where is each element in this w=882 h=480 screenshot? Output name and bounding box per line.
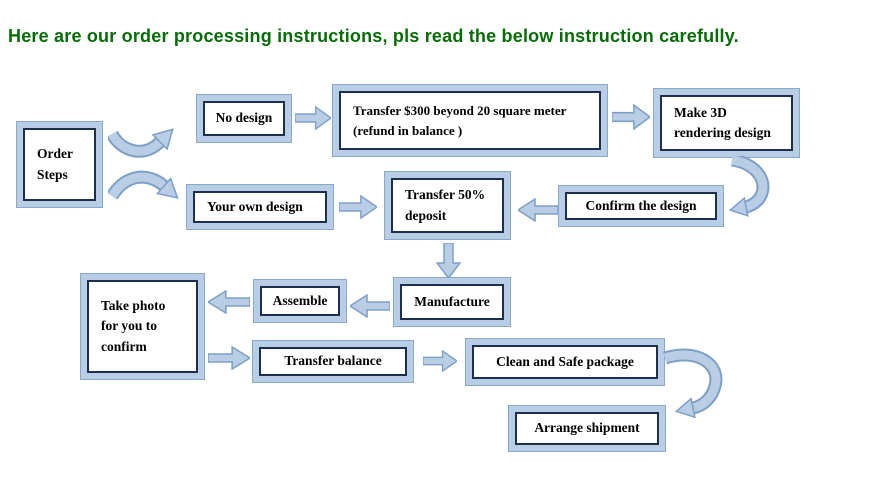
page-title: Here are our order processing instructio… [8,26,739,46]
flow-node-label: Confirm the design [565,192,717,220]
flow-node-label: Your own design [193,191,327,223]
flow-node-label: Make 3D rendering design [660,95,793,151]
curved-arrow-up-right-icon [108,128,174,158]
flow-node-label: Manufacture [400,284,504,320]
flow-node-label: Arrange shipment [515,412,659,445]
flow-node-label: Clean and Safe package [472,345,658,379]
flow-node-transfer-balance: Transfer balance [252,340,414,383]
flow-node-manufacture: Manufacture [393,277,511,327]
flow-node-label: Take photo for you to confirm [87,280,198,373]
flow-node-label: No design [203,101,285,136]
arrow-right-icon [612,104,650,130]
flow-node-assemble: Assemble [253,279,347,323]
flow-node-transfer-50-deposit: Transfer 50% deposit [384,171,511,240]
arrow-right-icon [295,106,331,130]
flow-node-label: Transfer 50% deposit [391,178,504,233]
arrow-left-icon [518,198,558,222]
flow-node-clean-safe-package: Clean and Safe package [465,338,665,386]
flow-node-no-design: No design [196,94,292,143]
flow-node-take-photo: Take photo for you to confirm [80,273,205,380]
arrow-left-icon [208,290,250,314]
arrow-down-icon [436,243,461,278]
curved-arrow-down-right-icon [108,170,179,200]
flow-node-arrange-shipment: Arrange shipment [508,405,666,452]
flow-node-label: Assemble [260,286,340,316]
flow-node-label: Transfer $300 beyond 20 square meter (re… [339,91,601,150]
flow-node-order-steps: Order Steps [16,121,103,208]
arrow-left-icon [350,294,390,318]
flow-node-transfer-300-deposit: Transfer $300 beyond 20 square meter (re… [332,84,608,157]
flow-node-make-3d-design: Make 3D rendering design [653,88,800,158]
arrow-right-icon [423,350,457,372]
arrow-right-icon [339,195,377,219]
arrow-right-icon [208,346,250,370]
flow-node-label: Transfer balance [259,347,407,376]
flow-node-label: Order Steps [23,128,96,201]
curved-arrow-hook-left-icon [663,348,723,418]
flow-node-confirm-design: Confirm the design [558,185,724,227]
curved-arrow-hook-left-icon [728,156,770,217]
flow-node-your-own-design: Your own design [186,184,334,230]
